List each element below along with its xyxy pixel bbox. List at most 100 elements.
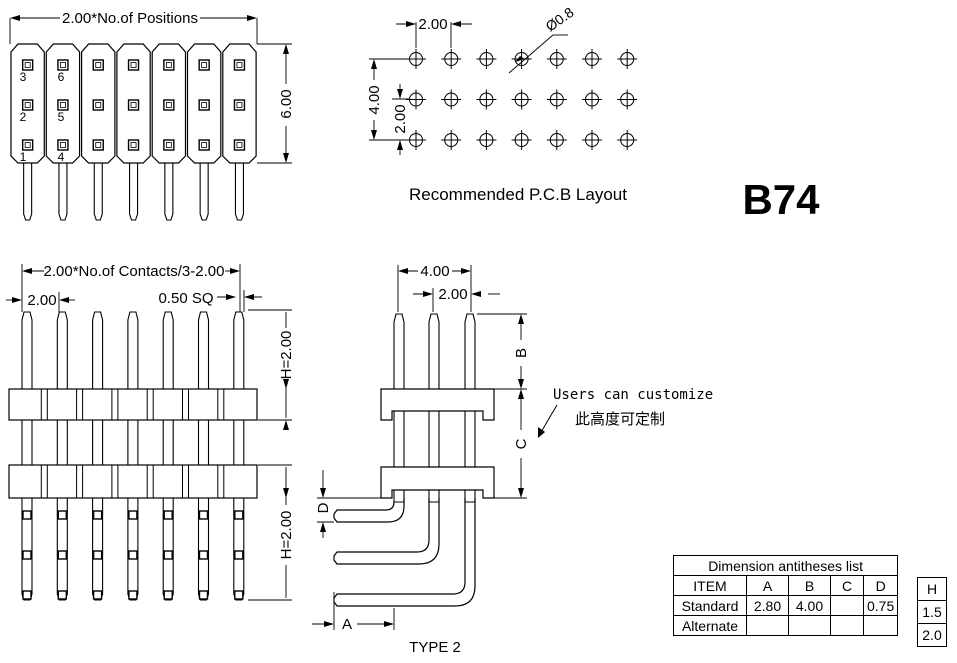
pin-number-6: 6 (58, 70, 65, 84)
pin-square (234, 590, 244, 600)
note-english: Users can customize (553, 387, 713, 403)
pin-square (163, 139, 175, 151)
table-header-cell: C (830, 575, 864, 596)
top-pin-leg (93, 162, 103, 221)
pcb-layout: 2.00 Ø0.8 4.00 2.00 Recommended P.C.B La… (366, 4, 638, 204)
front-pin-size-label: 0.50 SQ (158, 290, 213, 307)
pin-square-inner (236, 102, 243, 108)
pin-square-inner (95, 62, 102, 68)
pin-square-inner (201, 102, 208, 108)
front-pitch-label: 2.00 (27, 292, 56, 309)
pin-square (22, 550, 32, 560)
front-lower-housing (8, 464, 258, 499)
table-cell (830, 615, 864, 636)
table-cell (830, 595, 864, 616)
top-height-label: 6.00 (278, 89, 295, 118)
pcb-row-span-label: 4.00 (366, 85, 383, 114)
h-table-header: H (917, 577, 947, 601)
table-cell (746, 615, 789, 636)
pin-square-inner (130, 102, 137, 108)
pin-square-inner (95, 142, 102, 148)
pin-square (163, 510, 173, 520)
pin-square (21, 99, 34, 111)
pin-square (21, 59, 34, 71)
top-housings (10, 43, 257, 221)
pin-square (233, 139, 246, 151)
pcb-pitch-label: 2.00 (418, 16, 447, 33)
pin-square (57, 510, 67, 520)
pin-square-inner (236, 142, 243, 148)
front-h-upper-label: H=2.00 (278, 331, 295, 380)
pin-square (57, 550, 67, 560)
top-pin-leg (164, 162, 174, 221)
pin-square (127, 99, 140, 111)
pin-square-inner (201, 142, 208, 148)
table-cell (862, 615, 899, 636)
pin-square (234, 510, 244, 520)
side-b-label: B (513, 348, 530, 358)
h-table: H 1.5 2.0 (917, 577, 947, 647)
pin-square-inner (24, 102, 31, 108)
front-pins (21, 311, 245, 601)
pin-square-inner (60, 62, 66, 68)
pin-square (128, 590, 138, 600)
side-a-label: A (342, 616, 352, 633)
side-pitch-label: 2.00 (438, 286, 467, 303)
table-header-row: ITEM A B C D (673, 575, 899, 596)
part-code: B74 (742, 176, 820, 223)
side-view: 4.00 2.00 B C (312, 263, 713, 656)
pin-square (22, 590, 32, 600)
pin-square (57, 99, 69, 111)
pin-square (163, 59, 175, 71)
pin-square-inner (165, 62, 172, 68)
pin-square-inner (60, 142, 66, 148)
pin-square-inner (24, 142, 31, 148)
table-row: Alternate (673, 615, 899, 636)
note-chinese: 此高度可定制 (575, 411, 665, 428)
side-d-label: D (315, 502, 332, 513)
pin-square (22, 510, 32, 520)
front-overall-label: 2.00*No.of Contacts/3-2.00 (44, 263, 225, 280)
pin-square (57, 139, 69, 151)
pin-square (198, 59, 210, 71)
dimension-table: Dimension antitheses list ITEM A B C D S… (672, 555, 899, 636)
pin-square-inner (236, 62, 243, 68)
side-c-label: C (513, 438, 530, 449)
pin-square (163, 590, 173, 600)
table-cell: 4.00 (788, 595, 831, 616)
table-row: Standard 2.80 4.00 0.75 (673, 595, 899, 616)
pin-square (163, 99, 175, 111)
pin-square-inner (60, 102, 66, 108)
pin-square (128, 510, 138, 520)
pin-number-3: 3 (20, 70, 27, 84)
pin-square (198, 99, 210, 111)
table-cell (788, 615, 831, 636)
pin-square (127, 59, 140, 71)
pin-square-inner (201, 62, 208, 68)
top-pin-leg (199, 162, 209, 221)
pin-square (163, 550, 173, 560)
side-type-label: TYPE 2 (409, 639, 461, 656)
table-header-cell: B (788, 575, 831, 596)
pin-square (198, 510, 209, 520)
pin-square (92, 99, 104, 111)
table-cell: 2.80 (746, 595, 789, 616)
table-header-cell: A (746, 575, 789, 596)
top-width-label: 2.00*No.of Positions (62, 10, 198, 27)
pin-square (234, 550, 244, 560)
pin-square (233, 59, 246, 71)
pin-square-inner (165, 102, 172, 108)
table-cell: Standard (673, 595, 747, 616)
pin-square (198, 139, 210, 151)
pin-square (92, 590, 103, 600)
pin-square-inner (130, 62, 137, 68)
front-h-lower-label: H=2.00 (278, 511, 295, 560)
pin-square (128, 550, 138, 560)
h-table-cell: 1.5 (917, 600, 947, 624)
pin-square (57, 590, 67, 600)
table-cell: Alternate (673, 615, 747, 636)
side-width-label: 4.00 (420, 263, 449, 280)
pin-square (198, 590, 209, 600)
pcb-row-pitch-label: 2.00 (392, 104, 409, 133)
